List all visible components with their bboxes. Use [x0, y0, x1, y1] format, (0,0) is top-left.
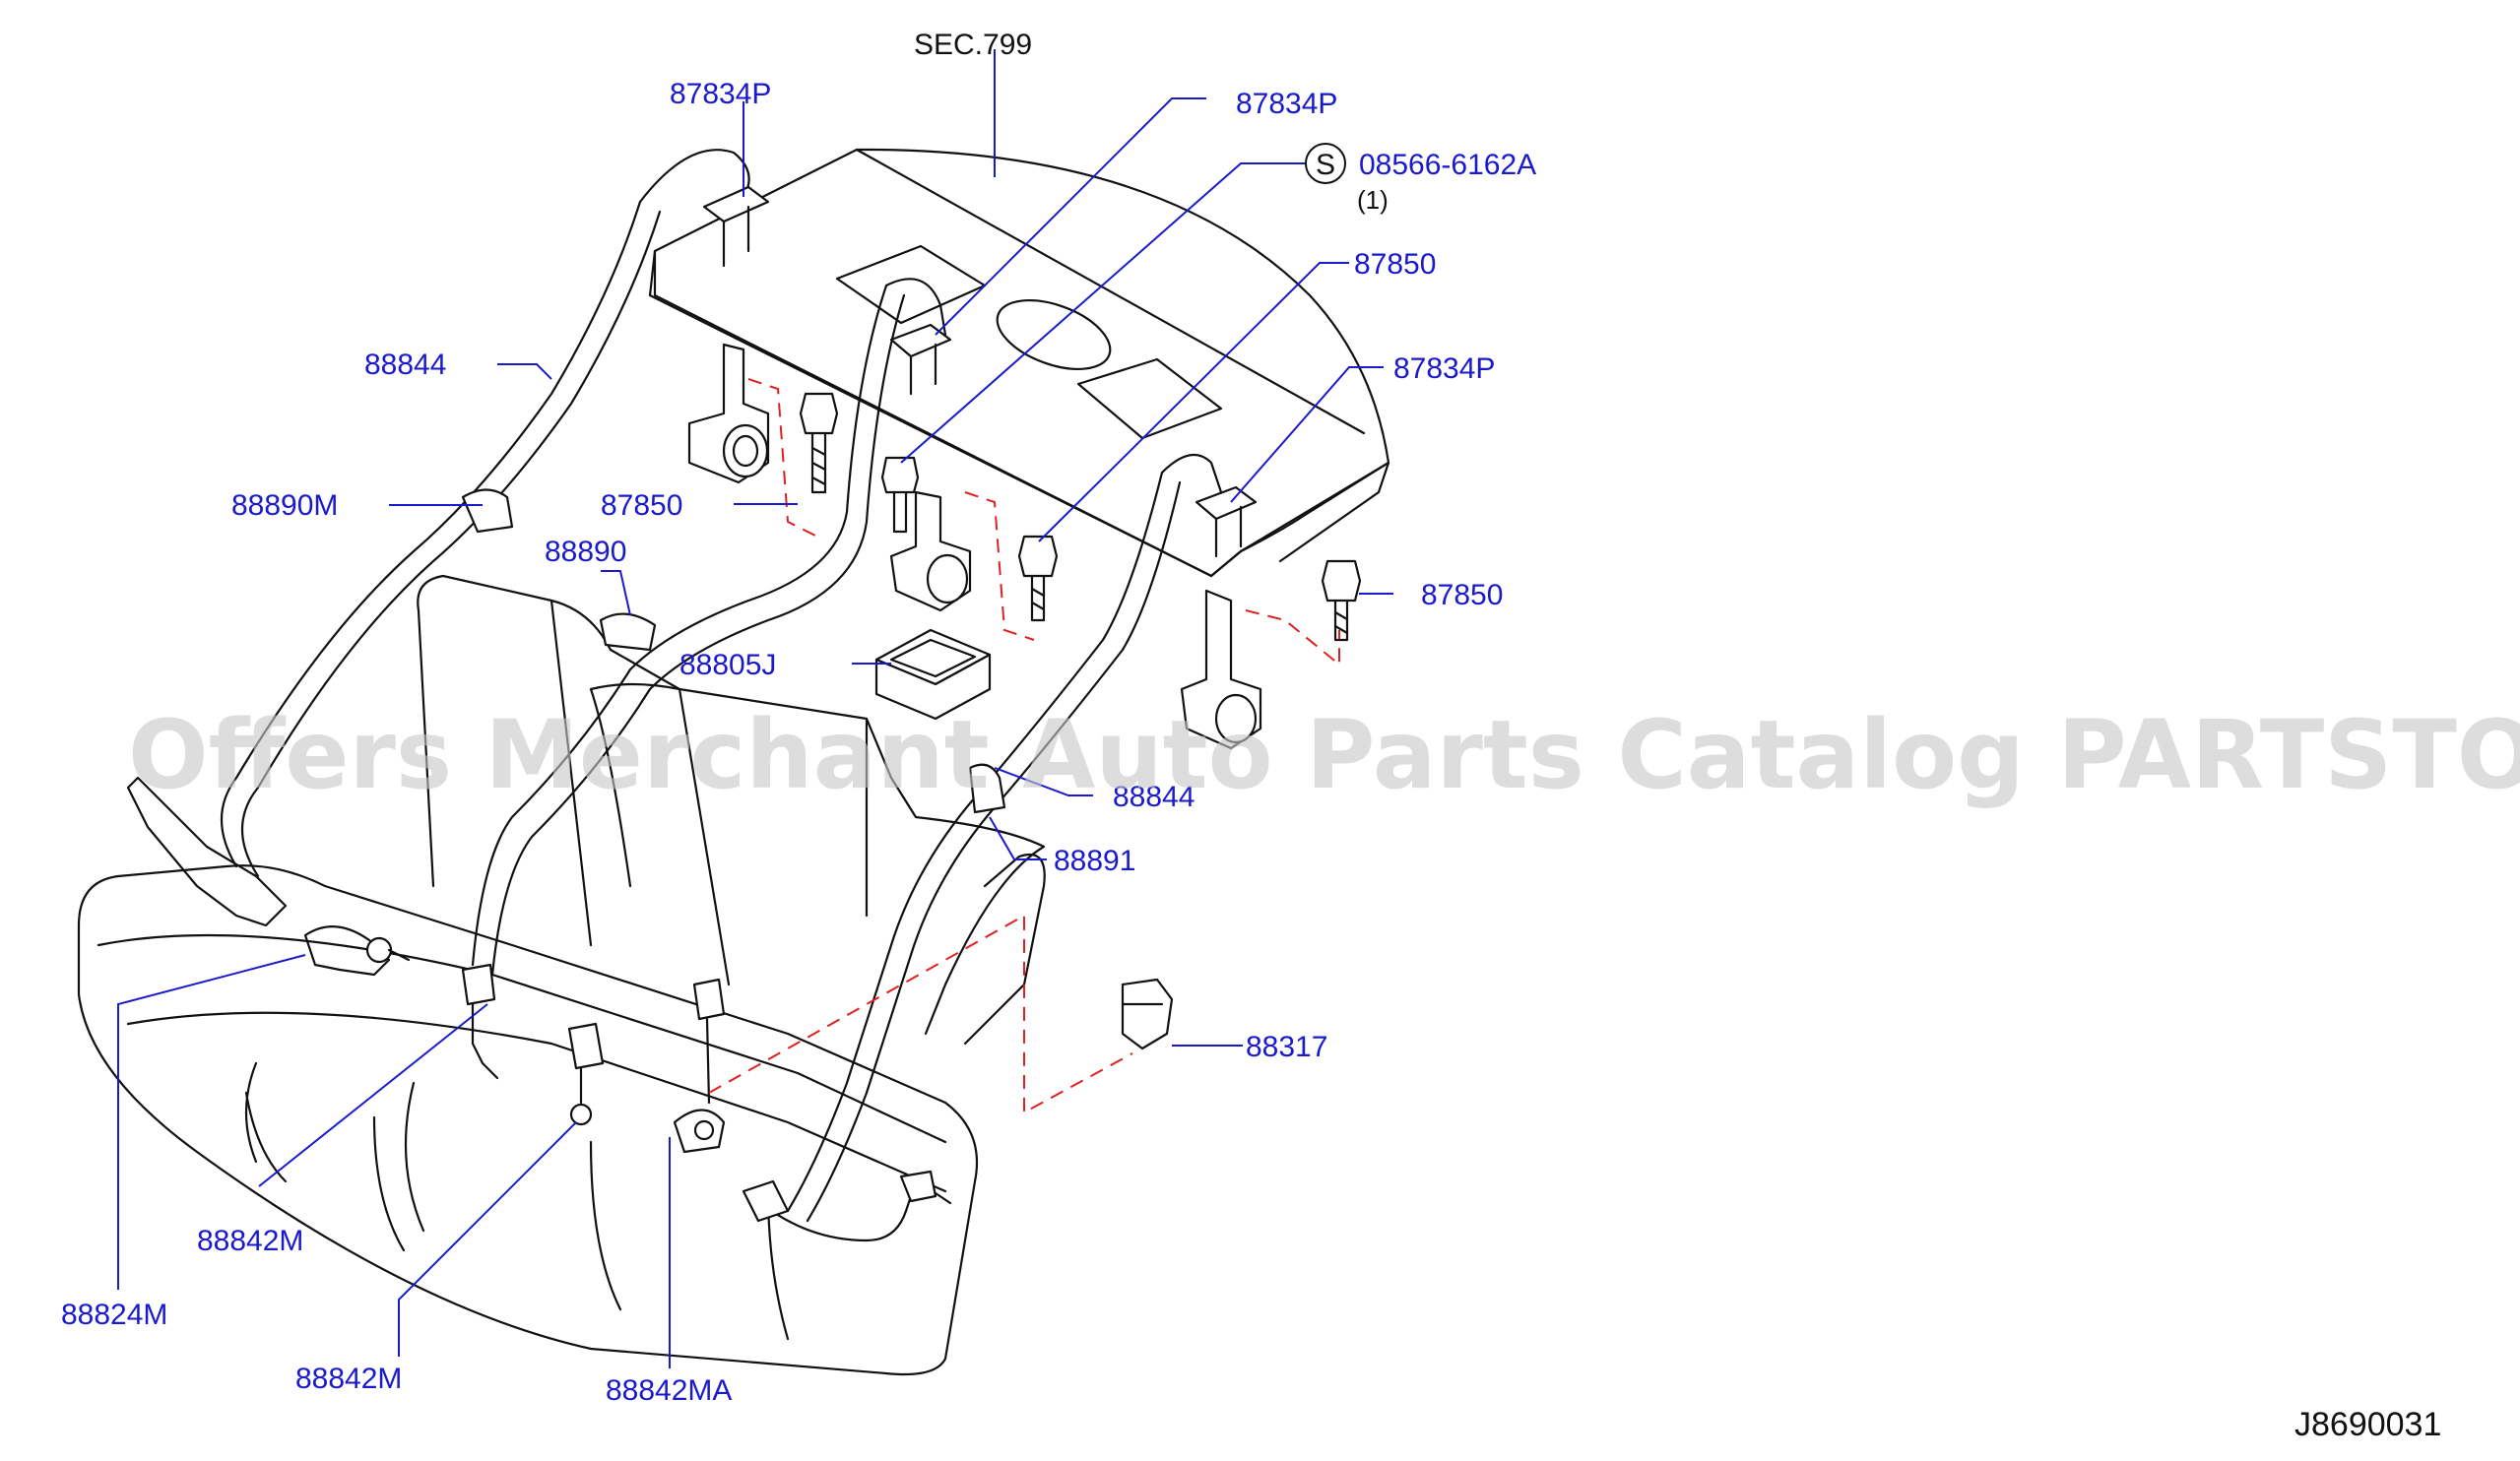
belt-88844-left [126, 149, 750, 927]
belt-anchor-top-left [702, 185, 770, 268]
retractor-center [889, 490, 972, 612]
part-label[interactable]: 88891 [1054, 845, 1135, 877]
part-label[interactable]: 88890 [545, 536, 626, 568]
section-ref: SEC.799 [914, 29, 1032, 61]
part-label[interactable]: 88317 [1246, 1031, 1327, 1063]
part-label[interactable]: 08566-6162A [1359, 149, 1536, 181]
bolt-87850-b [1017, 535, 1059, 622]
anchor-88842M-a [461, 963, 499, 1080]
belt-center [471, 278, 947, 977]
part-label[interactable]: 88844 [1113, 781, 1195, 813]
part-label[interactable]: 87834P [670, 78, 771, 110]
part-label[interactable]: 87834P [1236, 88, 1337, 120]
quantity-label: (1) [1357, 185, 1389, 215]
part-label[interactable]: 87834P [1393, 352, 1495, 385]
part-label[interactable]: 88842MA [606, 1374, 732, 1407]
part-label[interactable]: 88890M [231, 489, 338, 522]
part-label[interactable]: 87850 [601, 489, 682, 522]
screw-symbol-circle [1305, 143, 1346, 184]
part-label[interactable]: 87850 [1421, 579, 1503, 611]
part-label[interactable]: 88842M [295, 1363, 402, 1395]
belt-anchor-top-center [889, 323, 952, 396]
retractor-right [1180, 589, 1262, 750]
part-label[interactable]: 88844 [364, 349, 446, 381]
watermark: Offers Merchant Auto Parts Catalog PARTS… [128, 700, 2520, 810]
belt-88844-right [756, 453, 1223, 1242]
rear-seat [77, 574, 1046, 1376]
anchor-right [742, 1170, 952, 1223]
bolt-87850-c [1321, 559, 1362, 642]
part-label[interactable]: 88805J [679, 649, 776, 681]
bolt-87850-a [799, 392, 839, 494]
guide-88890M [461, 488, 514, 534]
leader-lines [117, 49, 1393, 1368]
parcel-shelf [648, 148, 1390, 578]
bolt-08566-6162A [880, 456, 920, 534]
screw-symbol: S [1316, 149, 1335, 181]
sensor-88317 [1121, 978, 1174, 1050]
buckle-88842MA [673, 978, 726, 1154]
diagram-code: J8690031 [2294, 1406, 2441, 1443]
bezel-88805J [874, 628, 992, 721]
buckle-88842M-b [567, 1022, 605, 1126]
part-label[interactable]: 88824M [61, 1299, 167, 1331]
belt-anchor-top-right [1195, 485, 1258, 558]
part-label[interactable]: 88842M [197, 1225, 303, 1257]
anchor-88824M [303, 925, 411, 977]
part-label[interactable]: 87850 [1354, 248, 1436, 281]
dashed-connections [708, 378, 1340, 1114]
retractor-left [687, 343, 770, 484]
